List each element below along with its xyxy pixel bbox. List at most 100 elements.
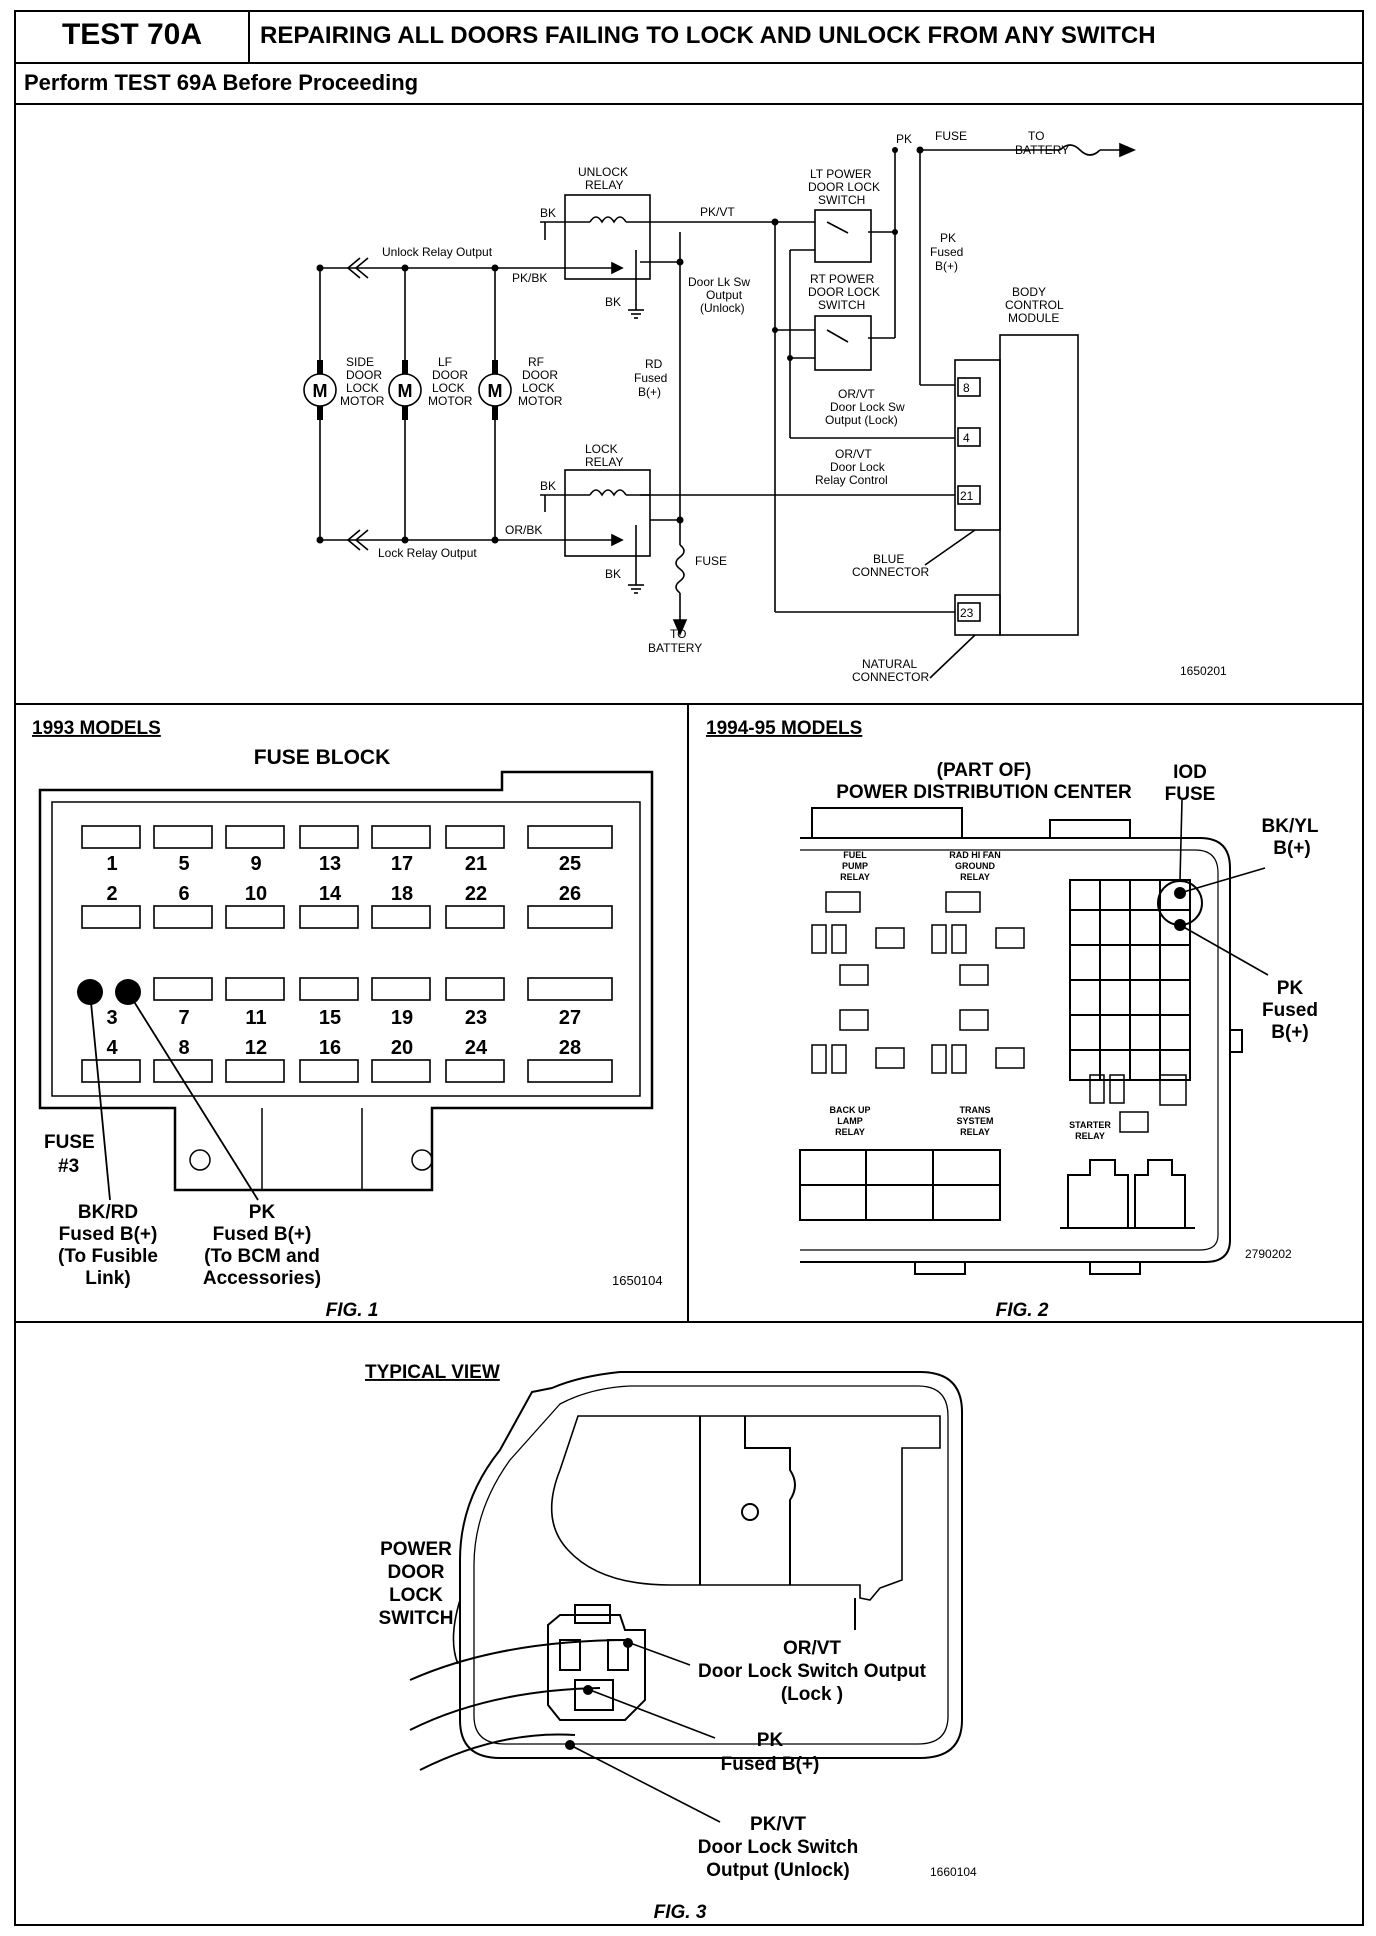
fuse-slot: [445, 1059, 505, 1083]
fuse-slot: [225, 825, 285, 849]
fig2-pk-1: PK: [1277, 978, 1304, 999]
fig1-caption: FIG. 1: [326, 1300, 379, 1321]
fig1-pk-4: Accessories): [203, 1268, 321, 1289]
label-rd-fused-1: RD: [645, 357, 663, 371]
label-rt-switch-3: SWITCH: [818, 298, 865, 312]
label-orbk: OR/BK: [505, 523, 542, 537]
fig3-wire-terminals: [565, 1638, 633, 1750]
fuse-num: 19: [391, 1007, 413, 1029]
fig2-trans-2: SYSTEM: [956, 1116, 993, 1126]
label-pk-fused-1: PK: [940, 231, 956, 245]
fig2-leaders: [1179, 799, 1269, 976]
fig1-fuse-label-1: FUSE: [44, 1132, 95, 1153]
pdc-fuse: [839, 1009, 869, 1031]
fuse-num: 9: [250, 853, 261, 875]
fuse-slot: [153, 905, 213, 929]
pdc-fuse: [995, 927, 1025, 949]
page-title: REPAIRING ALL DOORS FAILING TO LOCK AND …: [260, 22, 1156, 49]
label-rd-fused-2: Fused: [634, 371, 667, 385]
label-rf-3: LOCK: [522, 381, 555, 395]
pdc-fuse: [959, 964, 989, 986]
fig2-fuel-pump-3: RELAY: [840, 872, 870, 882]
fig2-fuses: [811, 891, 1187, 1133]
label-door-lk-sw-2: Output: [706, 288, 743, 302]
fig2-backup-1: BACK UP: [829, 1105, 870, 1115]
fuse-num: 8: [178, 1037, 189, 1059]
fig3-orvt-1: OR/VT: [783, 1638, 841, 1659]
fig2-fuel-pump-2: PUMP: [842, 861, 868, 871]
label-bk-3: BK: [540, 479, 556, 493]
fuse-num: 20: [391, 1037, 413, 1059]
fig2-fuel-pump-1: FUEL: [843, 850, 867, 860]
pdc-fuse: [995, 1047, 1025, 1069]
fuse-slot: [81, 825, 141, 849]
pdc-fuse: [1109, 1074, 1125, 1104]
schematic-wiring: [303, 142, 1137, 679]
label-blue-connector-1: BLUE: [873, 552, 904, 566]
fig1-leaders: [89, 991, 259, 1201]
fuse-top-symbol: [1059, 144, 1101, 156]
fuse-num: 28: [559, 1037, 581, 1059]
fig3-typical: TYPICAL VIEW: [365, 1362, 500, 1383]
fig2-pdc: [799, 807, 1243, 1275]
fig1-title: FUSE BLOCK: [254, 746, 391, 769]
fig3-orvt-2: Door Lock Switch Output: [698, 1661, 927, 1682]
fuse-slot: [371, 905, 431, 929]
fuse-num: 14: [319, 883, 342, 905]
motor-symbols: M M M: [313, 381, 503, 401]
fig2-rad-fan-2: GROUND: [955, 861, 995, 871]
label-unlock-relay-2: RELAY: [585, 178, 623, 192]
fig1-bkrd-3: (To Fusible: [58, 1246, 158, 1267]
fuse-slot: [225, 977, 285, 1001]
fig1-models: 1993 MODELS: [32, 718, 161, 739]
fuse-num: 24: [465, 1037, 488, 1059]
pdc-fuse: [825, 891, 861, 913]
fuse-num: 5: [178, 853, 189, 875]
fig2-rad-fan-1: RAD HI FAN: [949, 850, 1001, 860]
fig3-pkvt-3: Output (Unlock): [706, 1860, 850, 1881]
fig2-caption: FIG. 2: [996, 1300, 1049, 1321]
label-rt-switch-1: RT POWER: [810, 272, 875, 286]
label-to-battery-b1: TO: [670, 627, 686, 641]
fuse-slot: [225, 905, 285, 929]
pin-4: 4: [963, 431, 970, 445]
motor-brushes: [317, 360, 498, 420]
fuse-slot: [299, 1059, 359, 1083]
label-lt-switch-2: DOOR LOCK: [808, 180, 880, 194]
label-rd-fused-3: B(+): [638, 385, 661, 399]
fuse-num: 2: [106, 883, 117, 905]
label-pk-fused-2: Fused: [930, 245, 963, 259]
pdc-fuse: [811, 924, 827, 954]
label-bcm-1: BODY: [1012, 285, 1046, 299]
fuse-slot: [527, 905, 613, 929]
label-blue-connector-2: CONNECTOR: [852, 565, 929, 579]
pdc-fuse: [951, 924, 967, 954]
fuse-num: 12: [245, 1037, 267, 1059]
label-bk-1: BK: [540, 206, 556, 220]
label-unlock-relay-1: UNLOCK: [578, 165, 628, 179]
fuse-slot: [81, 1059, 141, 1083]
fig2-iod-1: IOD: [1173, 762, 1207, 783]
fuse-slot: [153, 825, 213, 849]
schematic-ref: 1650201: [1180, 664, 1227, 678]
fig1-fuse-label-2: #3: [58, 1156, 79, 1177]
fig2-pk-2: Fused: [1262, 1000, 1318, 1021]
label-door-lk-sw-1: Door Lk Sw: [688, 275, 750, 289]
fuse-slot: [445, 905, 505, 929]
page-frame: [14, 10, 1364, 1926]
fig2-ref: 2790202: [1245, 1247, 1292, 1261]
fuse-slot: [81, 905, 141, 929]
lf-motor-symbol: M: [398, 381, 413, 401]
fig2-rad-fan-3: RELAY: [960, 872, 990, 882]
schematic-junctions: [316, 146, 924, 544]
label-unlock-relay-output: Unlock Relay Output: [382, 245, 493, 259]
fig1-fuse-block: [38, 770, 654, 1192]
label-to-battery-1: TO: [1028, 129, 1044, 143]
fig2-bkyl-2: B(+): [1273, 838, 1310, 859]
fig3-pk-2: Fused B(+): [721, 1754, 820, 1775]
fig1-pk-3: (To BCM and: [204, 1246, 320, 1267]
fig3-pk-1: PK: [757, 1730, 784, 1751]
fig1-bkrd-2: Fused B(+): [59, 1224, 158, 1245]
fuse-slot: [445, 825, 505, 849]
fuse-num: 27: [559, 1007, 581, 1029]
